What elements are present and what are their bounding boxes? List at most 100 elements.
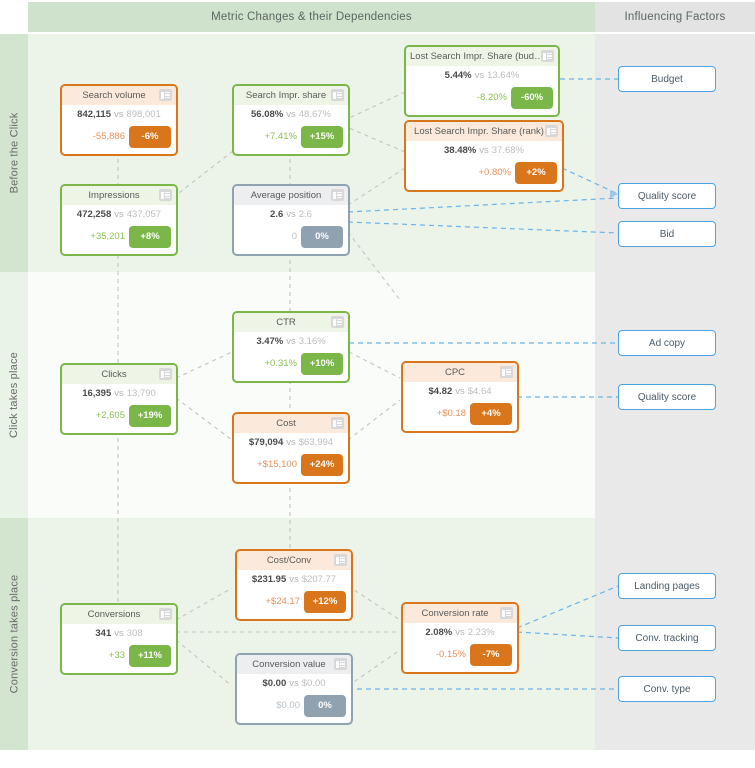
card-current-value: 472,258 (76, 208, 112, 220)
list-icon[interactable] (159, 608, 172, 620)
card-absolute-change: +$15,100 (257, 459, 297, 470)
card-header: Cost/Conv (237, 551, 351, 570)
card-values: $4.82 vs $4.64 (403, 382, 517, 400)
metric-card-average-position[interactable]: Average position 2.6 vs 2.6 0 0% (232, 184, 350, 256)
card-values: 472,258 vs 437,057 (62, 205, 176, 223)
card-title: Lost Search Impr. Share (budget) (410, 51, 551, 62)
card-percent-badge: +10% (301, 352, 343, 375)
metric-card-impressions[interactable]: Impressions 472,258 vs 437,057 +35,201 +… (60, 184, 178, 256)
card-values: $231.95 vs $207.77 (237, 570, 351, 588)
card-absolute-change: 0 (291, 231, 297, 242)
card-header: Lost Search Impr. Share (budget) (406, 47, 558, 66)
card-header: Average position (234, 186, 348, 205)
factor-ad-copy[interactable]: Ad copy (618, 330, 716, 356)
card-vs-label: vs (455, 626, 465, 638)
card-title: Impressions (88, 190, 140, 201)
list-icon[interactable] (331, 417, 344, 429)
factor-conv-type[interactable]: Conv. type (618, 676, 716, 702)
card-values: 341 vs 308 (62, 624, 176, 642)
card-current-value: 842,115 (77, 108, 111, 120)
metric-card-cpc[interactable]: CPC $4.82 vs $4.64 +$0.18 +4% (401, 361, 519, 433)
card-vs-label: vs (479, 144, 489, 156)
card-current-value: 341 (95, 627, 112, 639)
card-delta: +7.41% +15% (234, 123, 348, 154)
list-icon[interactable] (334, 658, 347, 670)
card-values: 3.47% vs 3.16% (234, 332, 348, 350)
card-delta: $0.00 0% (237, 692, 351, 723)
list-icon[interactable] (545, 125, 558, 137)
list-icon[interactable] (500, 366, 513, 378)
list-icon[interactable] (159, 189, 172, 201)
metric-card-conversions[interactable]: Conversions 341 vs 308 +33 +11% (60, 603, 178, 675)
list-icon[interactable] (500, 607, 513, 619)
card-previous-value: 13.64% (487, 69, 520, 81)
factor-quality-score-2[interactable]: Quality score (618, 384, 716, 410)
card-previous-value: $4.64 (467, 385, 492, 397)
factor-bid[interactable]: Bid (618, 221, 716, 247)
band-label-conversion-takes-place: Conversion takes place (0, 518, 28, 750)
card-title: Search Impr. share (245, 90, 327, 101)
list-icon[interactable] (331, 89, 344, 101)
card-current-value: 3.47% (256, 335, 284, 347)
card-absolute-change: +$24.17 (265, 596, 300, 607)
list-icon[interactable] (331, 189, 344, 201)
card-current-value: 16,395 (82, 387, 112, 399)
factor-budget[interactable]: Budget (618, 66, 716, 92)
card-header: Cost (234, 414, 348, 433)
list-icon[interactable] (331, 316, 344, 328)
metric-card-search-volume[interactable]: Search volume 842,115 vs 898,001 -55,886… (60, 84, 178, 156)
list-icon[interactable] (159, 89, 172, 101)
metric-card-conversion-rate[interactable]: Conversion rate 2.08% vs 2.23% -0.15% -7… (401, 602, 519, 674)
metric-card-cost-per-conv[interactable]: Cost/Conv $231.95 vs $207.77 +$24.17 +12… (235, 549, 353, 621)
card-previous-value: 13,790 (126, 387, 156, 399)
header-metric-changes: Metric Changes & their Dependencies (28, 2, 595, 32)
card-delta: +$15,100 +24% (234, 451, 348, 482)
band-label-click-takes-place: Click takes place (0, 272, 28, 518)
band-label-before-the-click-text: Before the Click (8, 112, 21, 194)
card-percent-badge: +24% (301, 453, 343, 476)
metric-card-conversion-value[interactable]: Conversion value $0.00 vs $0.00 $0.00 0% (235, 653, 353, 725)
metric-card-ctr[interactable]: CTR 3.47% vs 3.16% +0.31% +10% (232, 311, 350, 383)
card-previous-value: 437,057 (126, 208, 162, 220)
card-vs-label: vs (286, 436, 296, 448)
list-icon[interactable] (159, 368, 172, 380)
band-label-click-takes-place-text: Click takes place (8, 352, 20, 438)
card-delta: +35,201 +8% (62, 223, 176, 254)
metric-card-lost-is-budget[interactable]: Lost Search Impr. Share (budget) 5.44% v… (404, 45, 560, 117)
card-percent-badge: -7% (470, 643, 512, 666)
card-percent-badge: +15% (301, 125, 343, 148)
card-current-value: 38.48% (444, 144, 477, 156)
factor-label: Landing pages (634, 580, 700, 592)
metric-card-cost[interactable]: Cost $79,094 vs $63,994 +$15,100 +24% (232, 412, 350, 484)
card-previous-value: $0.00 (301, 677, 326, 689)
list-icon[interactable] (334, 554, 347, 566)
metric-card-search-impr-share[interactable]: Search Impr. share 56.08% vs 48.67% +7.4… (232, 84, 350, 156)
factor-quality-score-1[interactable]: Quality score (618, 183, 716, 209)
band-label-conversion-takes-place-text: Conversion takes place (8, 574, 20, 694)
factor-landing-pages[interactable]: Landing pages (618, 573, 716, 599)
card-header: Conversions (62, 605, 176, 624)
card-percent-badge: -60% (511, 86, 553, 109)
card-percent-badge: +12% (304, 590, 346, 613)
card-header: Impressions (62, 186, 176, 205)
list-icon[interactable] (541, 50, 554, 62)
header-metric-changes-label: Metric Changes & their Dependencies (211, 11, 412, 23)
card-delta: +2,605 +19% (62, 402, 176, 433)
card-header: Search Impr. share (234, 86, 348, 105)
card-previous-value: $63,994 (298, 436, 334, 448)
metric-card-lost-is-rank[interactable]: Lost Search Impr. Share (rank) 38.48% vs… (404, 120, 564, 192)
card-percent-badge: 0% (301, 225, 343, 248)
header-influencing-factors-label: Influencing Factors (624, 11, 726, 23)
card-title: Cost/Conv (266, 555, 312, 566)
card-absolute-change: +0.31% (264, 358, 298, 369)
card-absolute-change: +0.80% (478, 167, 512, 178)
metric-card-clicks[interactable]: Clicks 16,395 vs 13,790 +2,605 +19% (60, 363, 178, 435)
factor-conv-tracking[interactable]: Conv. tracking (618, 625, 716, 651)
card-vs-label: vs (289, 677, 299, 689)
card-previous-value: 48.67% (298, 108, 331, 120)
card-vs-label: vs (455, 385, 465, 397)
card-percent-badge: -6% (129, 125, 171, 148)
card-current-value: $0.00 (262, 677, 287, 689)
card-previous-value: 898,001 (126, 108, 161, 120)
